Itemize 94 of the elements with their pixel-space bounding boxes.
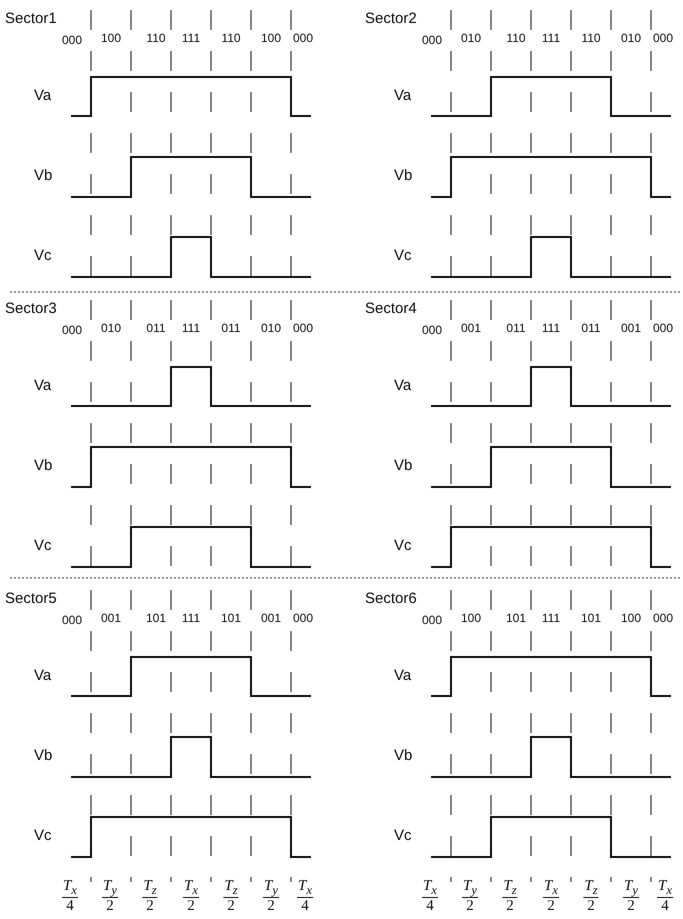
state-code: 000 [422, 34, 442, 46]
fraction-numerator: T$_{y}$ [263, 878, 279, 898]
fraction-denominator: 2 [505, 898, 515, 916]
state-code: 011 [581, 322, 601, 334]
state-code: 010 [260, 322, 282, 334]
state-code: 101 [580, 612, 602, 624]
sector-label: Sector1 [5, 11, 57, 26]
fraction-numerator: T$_{z}$ [502, 878, 518, 898]
fraction-denominator: 4 [425, 898, 435, 916]
state-code: 000 [292, 612, 314, 624]
state-code: 111 [182, 32, 200, 44]
state-code: 110 [581, 32, 601, 44]
signal-label: Va [394, 668, 412, 683]
state-code: 011 [506, 322, 526, 334]
sector-label: Sector5 [5, 591, 57, 606]
fraction-denominator: 2 [586, 898, 596, 916]
signal-label: Vc [34, 828, 52, 843]
fraction-denominator: 4 [65, 898, 75, 916]
state-code: 000 [62, 324, 82, 336]
fraction-numerator: T$_{x}$ [183, 878, 199, 898]
state-code: 001 [260, 612, 282, 624]
signal-label: Vb [394, 168, 412, 183]
fraction-numerator: T$_{x}$ [657, 878, 673, 898]
signal-label: Vc [394, 248, 412, 263]
fraction-denominator: 2 [145, 898, 155, 916]
state-code: 100 [460, 612, 482, 624]
state-code: 100 [100, 32, 122, 44]
state-code: 110 [146, 32, 166, 44]
fraction-numerator: T$_{x}$ [422, 878, 438, 898]
state-code: 010 [460, 32, 482, 44]
state-code: 000 [652, 322, 674, 334]
fraction-denominator: 4 [660, 898, 670, 916]
state-code: 000 [422, 614, 442, 626]
state-code: 011 [221, 322, 241, 334]
signal-label: Vb [34, 458, 52, 473]
state-code: 111 [542, 322, 560, 334]
signal-label: Vb [394, 748, 412, 763]
fraction-numerator: T$_{z}$ [583, 878, 599, 898]
signal-label: Vc [34, 248, 52, 263]
state-code: 101 [220, 612, 242, 624]
state-code: 000 [292, 322, 314, 334]
fraction-numerator: T$_{x}$ [62, 878, 78, 898]
state-code: 001 [460, 322, 482, 334]
state-code: 110 [506, 32, 526, 44]
fraction-numerator: T$_{z}$ [223, 878, 239, 898]
state-code: 001 [620, 322, 642, 334]
state-code: 000 [62, 34, 82, 46]
state-code: 111 [542, 612, 560, 624]
sector-label: Sector3 [5, 301, 57, 316]
fraction-denominator: 2 [266, 898, 276, 916]
fraction-numerator: T$_{z}$ [142, 878, 158, 898]
fraction-denominator: 2 [546, 898, 556, 916]
state-code: 100 [620, 612, 642, 624]
signal-label: Vc [394, 828, 412, 843]
state-code: 000 [292, 32, 314, 44]
sector-label: Sector2 [365, 11, 417, 26]
signal-label: Vb [394, 458, 412, 473]
state-code: 110 [221, 32, 241, 44]
signal-label: Va [34, 378, 52, 393]
fraction-denominator: 2 [226, 898, 236, 916]
fraction-denominator: 2 [105, 898, 115, 916]
fraction-denominator: 2 [186, 898, 196, 916]
sector-label: Sector4 [365, 301, 417, 316]
state-code: 000 [62, 614, 82, 626]
fraction-denominator: 2 [626, 898, 636, 916]
state-code: 101 [506, 612, 526, 624]
state-code: 000 [652, 612, 674, 624]
state-code: 010 [620, 32, 642, 44]
fraction-denominator: 4 [300, 898, 310, 916]
state-code: 000 [422, 324, 442, 336]
state-code: 001 [100, 612, 122, 624]
fraction-numerator: T$_{y}$ [623, 878, 639, 898]
fraction-numerator: T$_{y}$ [462, 878, 478, 898]
state-code: 111 [182, 322, 200, 334]
sector-label: Sector6 [365, 591, 417, 606]
signal-label: Va [394, 88, 412, 103]
fraction-numerator: T$_{y}$ [102, 878, 118, 898]
state-code: 011 [146, 322, 166, 334]
fraction-numerator: T$_{x}$ [297, 878, 313, 898]
state-code: 101 [146, 612, 166, 624]
signal-label: Vc [394, 538, 412, 553]
signal-label: Vc [34, 538, 52, 553]
state-code: 010 [100, 322, 122, 334]
fraction-denominator: 2 [465, 898, 475, 916]
state-code: 000 [652, 32, 674, 44]
fraction-numerator: T$_{x}$ [543, 878, 559, 898]
signal-label: Vb [34, 748, 52, 763]
signal-label: Vb [34, 168, 52, 183]
state-code: 100 [260, 32, 282, 44]
state-code: 111 [182, 612, 200, 624]
state-code: 111 [542, 32, 560, 44]
signal-label: Va [34, 88, 52, 103]
signal-label: Va [34, 668, 52, 683]
signal-label: Va [394, 378, 412, 393]
